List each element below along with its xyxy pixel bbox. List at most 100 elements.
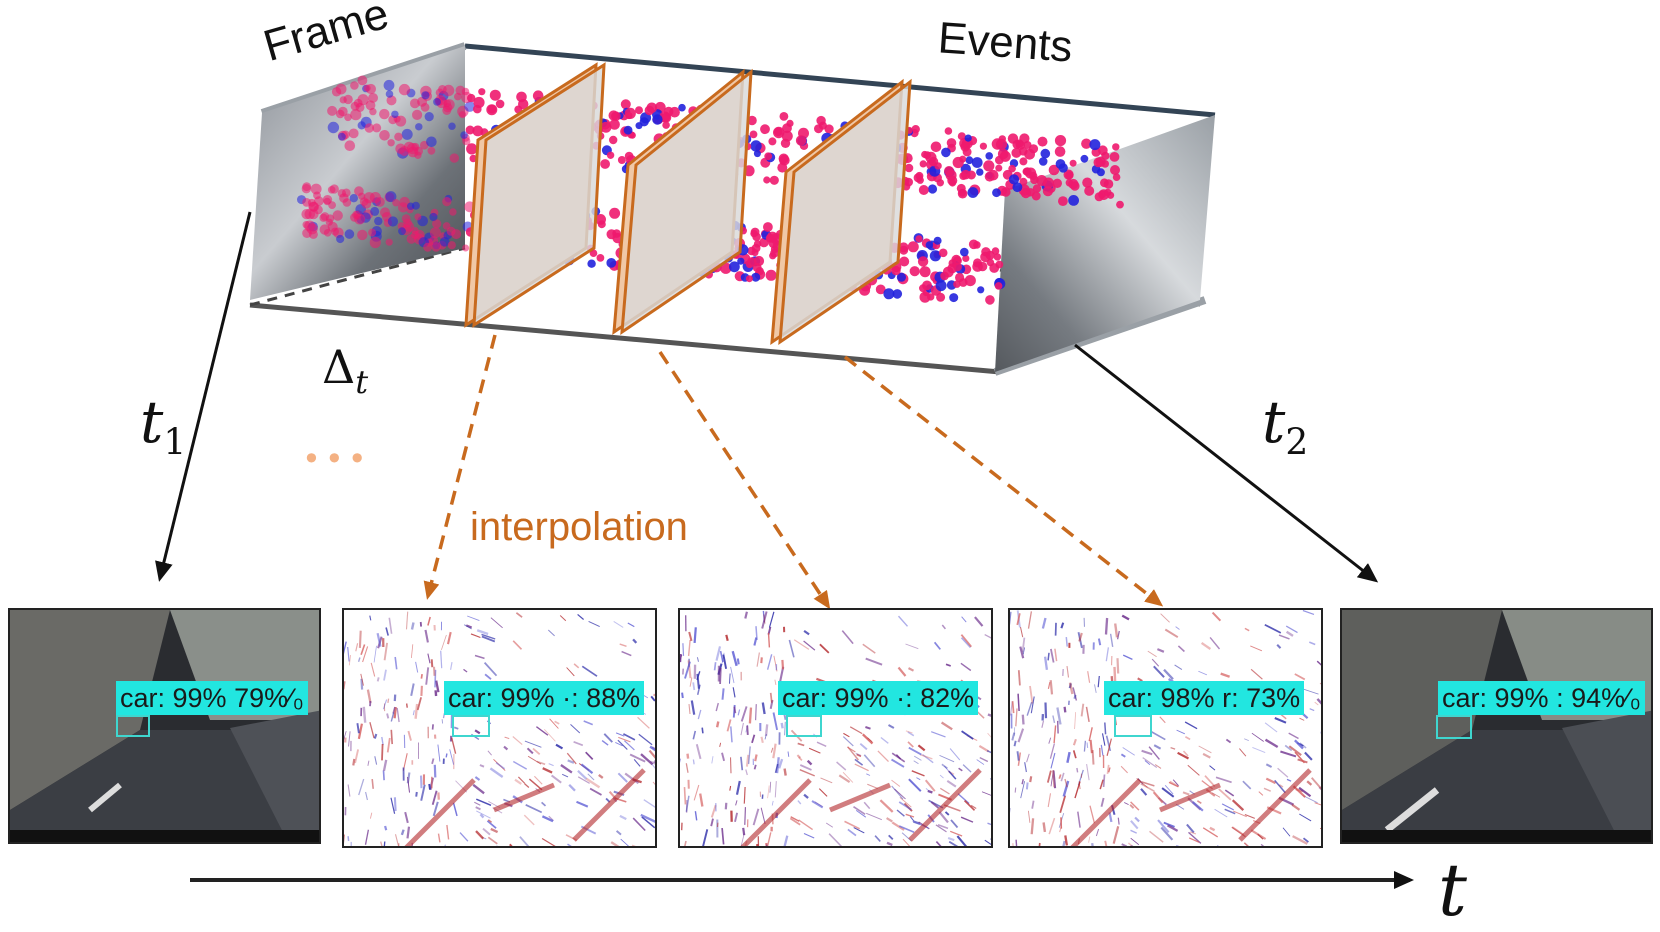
positive-event-dot — [399, 84, 410, 95]
detection-tail-5: : 94%⁄₀ — [1556, 683, 1641, 713]
event-stroke — [1015, 741, 1016, 746]
positive-event-dot — [597, 254, 605, 262]
event-stroke — [1321, 739, 1323, 742]
detection-frame-t1 — [8, 608, 321, 844]
event-stroke — [1106, 618, 1107, 635]
detection-label-2: car: 99% ·: 88% — [444, 681, 644, 715]
positive-event-dot — [342, 189, 351, 198]
positive-event-dot — [462, 245, 469, 252]
positive-event-dot — [1038, 137, 1048, 147]
event-stroke — [683, 643, 684, 656]
positive-event-dot — [992, 247, 1000, 255]
t1-label: t1 — [140, 388, 186, 464]
negative-event-dot — [985, 152, 993, 160]
positive-event-dot — [635, 106, 643, 114]
positive-event-dot — [957, 184, 966, 193]
event-stroke — [695, 627, 696, 643]
negative-event-dot — [949, 293, 958, 302]
event-stroke — [364, 707, 365, 723]
negative-event-dot — [934, 237, 942, 245]
positive-event-dot — [411, 231, 419, 239]
event-stroke — [1130, 846, 1136, 848]
event-stroke — [992, 737, 993, 746]
positive-event-dot — [662, 121, 670, 129]
delta-t-label: Δt — [322, 340, 368, 401]
event-frame-3 — [1008, 608, 1323, 848]
positive-event-dot — [609, 110, 619, 120]
event-stroke — [1046, 703, 1047, 719]
event-stroke — [631, 847, 642, 848]
detection-label-4: car: 98% r: 73% — [1104, 681, 1304, 715]
positive-event-dot — [953, 263, 962, 272]
detection-text-5: car: 99% — [1442, 683, 1549, 713]
positive-event-dot — [999, 135, 1006, 142]
positive-event-dot — [816, 116, 825, 125]
positive-event-dot — [1043, 186, 1053, 196]
positive-event-dot — [1116, 201, 1124, 209]
event-stroke — [747, 726, 748, 735]
event-stroke — [384, 771, 385, 781]
event-stroke — [1044, 822, 1045, 832]
detection-frame-t2 — [1340, 608, 1653, 844]
negative-event-dot — [407, 203, 414, 210]
event-stroke — [605, 847, 620, 849]
positive-event-dot — [773, 127, 784, 138]
detection-text-3: car: 99% — [782, 683, 889, 713]
positive-event-dot — [1095, 192, 1104, 201]
negative-event-dot — [1056, 159, 1066, 169]
positive-event-dot — [516, 92, 527, 103]
positive-event-dot — [1055, 135, 1066, 146]
positive-event-dot — [301, 209, 311, 219]
event-stroke — [378, 677, 379, 681]
positive-event-dot — [472, 125, 483, 136]
positive-event-dot — [1053, 179, 1062, 188]
event-stroke — [442, 719, 443, 723]
negative-event-dot — [328, 122, 339, 133]
event-stroke — [1105, 723, 1106, 735]
negative-event-dot — [448, 123, 455, 130]
positive-event-dot — [946, 170, 957, 181]
event-stroke — [1032, 818, 1033, 834]
positive-event-dot — [922, 281, 932, 291]
detection-text-4: car: 98% — [1108, 683, 1215, 713]
positive-event-dot — [473, 105, 482, 114]
event-stroke — [682, 693, 683, 698]
arrow-t2 — [1075, 345, 1375, 580]
positive-event-dot — [430, 227, 441, 238]
event-stroke — [434, 667, 435, 676]
positive-event-dot — [428, 147, 436, 155]
negative-event-dot — [386, 90, 394, 98]
negative-event-dot — [402, 129, 413, 140]
car-bbox-1 — [116, 715, 150, 737]
positive-event-dot — [1070, 160, 1077, 167]
positive-event-dot — [752, 249, 759, 256]
positive-event-dot — [915, 235, 922, 242]
event-stroke — [637, 847, 645, 848]
positive-event-dot — [746, 275, 753, 282]
detection-label-3: car: 99% ·: 82% — [778, 681, 978, 715]
positive-event-dot — [345, 140, 356, 151]
positive-event-dot — [919, 185, 929, 195]
positive-event-dot — [779, 154, 789, 164]
positive-event-dot — [763, 222, 773, 232]
positive-event-dot — [920, 160, 927, 167]
event-stroke — [407, 704, 408, 708]
event-stroke — [720, 668, 721, 684]
car-bbox-3 — [786, 715, 822, 737]
positive-event-dot — [352, 211, 360, 219]
event-stroke — [688, 754, 689, 759]
positive-event-dot — [423, 243, 432, 252]
positive-event-dot — [365, 123, 374, 132]
positive-event-dot — [985, 295, 995, 305]
road-scene-image — [10, 610, 321, 844]
positive-event-dot — [669, 107, 680, 118]
event-stroke — [1048, 653, 1049, 661]
positive-event-dot — [973, 258, 982, 267]
positive-event-dot — [618, 156, 626, 164]
negative-event-dot — [415, 123, 422, 130]
event-stroke — [1015, 788, 1016, 793]
negative-event-dot — [391, 111, 398, 118]
interpolation-slice-3 — [772, 82, 910, 342]
positive-event-dot — [612, 229, 621, 238]
negative-event-dot — [928, 184, 937, 193]
